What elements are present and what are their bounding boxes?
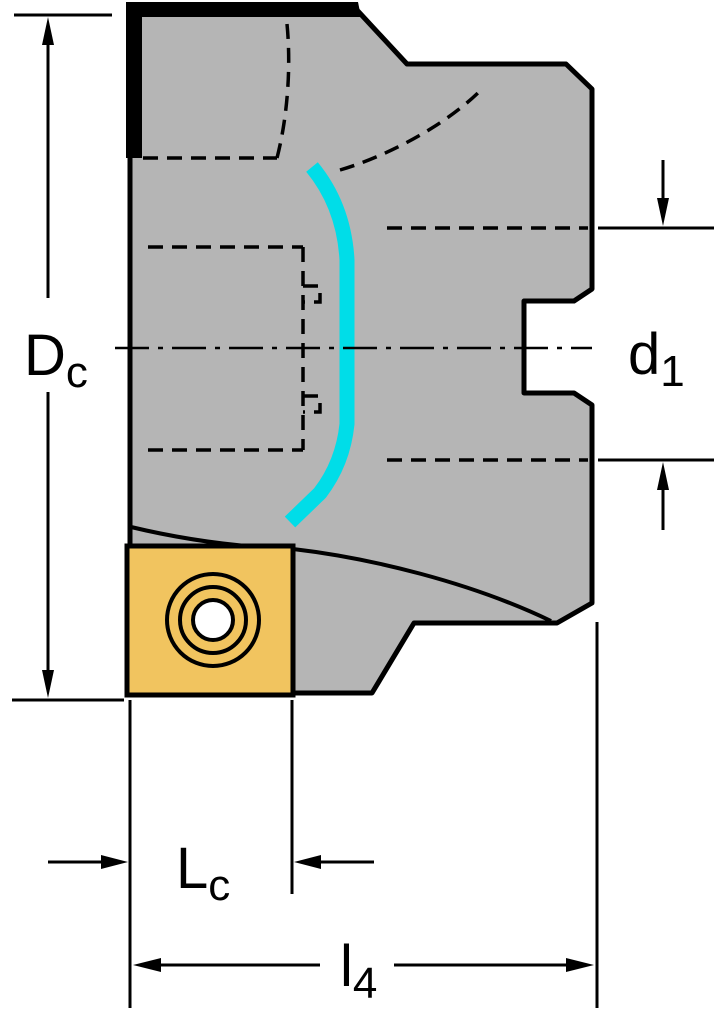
d1-arrowhead-up xyxy=(657,462,669,490)
left-cutting-edge xyxy=(126,2,142,158)
screw-counterbore xyxy=(165,572,261,668)
dc-arrowhead-up xyxy=(42,17,54,45)
hidden-step-lower xyxy=(303,394,322,414)
hidden-step-upper xyxy=(303,284,322,304)
l4-label: l4 xyxy=(340,934,377,1008)
dimension-l4: l4 xyxy=(133,622,599,1008)
hidden-flute-curve xyxy=(339,86,485,172)
lc-label: Lc xyxy=(176,836,230,910)
lc-arrowhead-right xyxy=(101,855,128,869)
hidden-edge-curve xyxy=(275,23,291,159)
screw-head xyxy=(178,585,248,655)
dc-label: Dc xyxy=(24,323,88,397)
l4-arrowhead-left xyxy=(133,958,161,972)
flute-sweep-curve xyxy=(292,547,552,623)
top-cutting-edge xyxy=(128,2,361,17)
d1-label: d1 xyxy=(628,322,685,396)
dimension-lc: Lc xyxy=(48,700,374,1008)
coolant-channel xyxy=(284,162,355,528)
lc-arrowhead-left xyxy=(294,855,321,869)
screw-drive-hole xyxy=(191,598,235,642)
dc-arrowhead-down xyxy=(42,670,54,698)
l4-arrowhead-right xyxy=(566,958,594,972)
d1-arrowhead-down xyxy=(657,198,669,226)
dimension-dc: Dc xyxy=(12,13,124,702)
dimension-d1: d1 xyxy=(598,160,714,530)
cutter-body xyxy=(127,6,595,696)
